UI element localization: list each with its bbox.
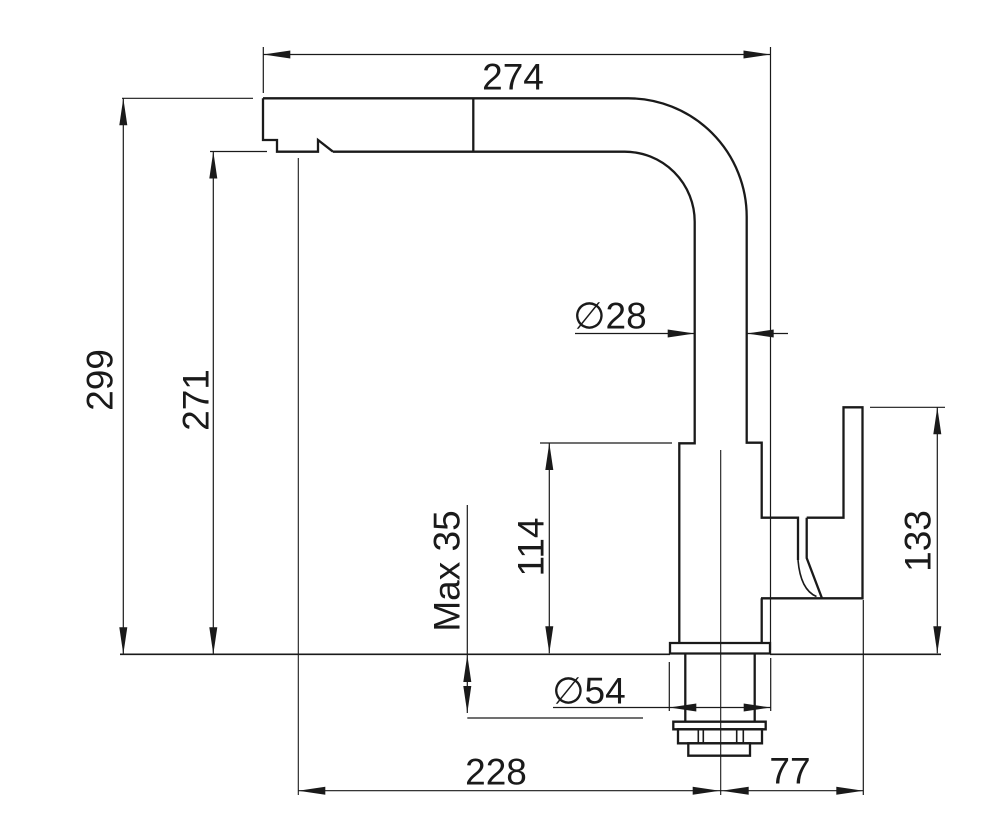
- threaded-shank: [684, 653, 756, 722]
- dim-bottom-offsets: 228 77: [298, 600, 864, 795]
- arrowhead-left: [298, 786, 326, 795]
- dim-handle-height-label: 133: [898, 510, 939, 572]
- dim-spout-reach-label: 274: [482, 57, 544, 98]
- arrowhead-right: [667, 329, 695, 338]
- handle-lever: [760, 406, 864, 643]
- lever-pivot-arc: [797, 559, 817, 598]
- dim-base-diameter: ∅54: [552, 658, 772, 712]
- arrowhead-down: [545, 626, 554, 654]
- arrowhead-up: [119, 98, 128, 126]
- lock-nut: [676, 728, 764, 745]
- base-flange: [668, 641, 772, 655]
- arrowhead-right: [743, 703, 771, 712]
- mounting-washer: [672, 720, 767, 731]
- dim-base-diameter-label: ∅54: [552, 671, 625, 712]
- dim-outlet-height: 271: [176, 150, 267, 655]
- spout-inner-contour: [333, 150, 696, 643]
- arrowhead-right: [836, 786, 864, 795]
- dim-handle-height: 133: [870, 406, 945, 654]
- arrowhead-down: [119, 627, 128, 655]
- hose-collar: [687, 742, 752, 757]
- dim-line: [870, 406, 945, 654]
- centerlines: [297, 158, 722, 795]
- dim-spout-reach: 274: [262, 47, 772, 650]
- lock-nut-facets: [697, 729, 745, 744]
- dim-overall-height-label: 299: [80, 349, 121, 411]
- arrowhead-down: [933, 626, 942, 654]
- arrowhead-left: [669, 703, 697, 712]
- dim-pipe-diameter: ∅28: [573, 296, 788, 338]
- arrowhead-down: [209, 627, 218, 655]
- arrowhead-right-center: [692, 786, 720, 795]
- spout-outer-contour: [263, 97, 800, 560]
- arrowhead-up: [545, 443, 554, 470]
- dim-max-deck-thickness-label: Max 35: [427, 510, 468, 631]
- valve-cartridge: [805, 517, 824, 599]
- dim-line: [262, 47, 772, 650]
- spout-head-and-aerator: [261, 98, 334, 153]
- dim-line: [210, 150, 267, 655]
- arrowhead-down: [463, 686, 472, 713]
- faucet-outline: [261, 97, 864, 757]
- arrowhead-up: [463, 655, 472, 682]
- arrowhead-up: [209, 151, 218, 179]
- dim-overall-height: 299: [80, 97, 253, 655]
- arrowhead-left-center: [721, 786, 749, 795]
- dim-outlet-to-axis-label: 228: [465, 752, 527, 793]
- dim-line: [540, 442, 672, 654]
- dim-axis-to-handle-label: 77: [769, 751, 810, 792]
- arrowhead-up: [933, 407, 942, 435]
- dim-body-height-label: 114: [511, 518, 552, 577]
- dim-max-deck-thickness: Max 35: [427, 505, 643, 719]
- dim-outlet-height-label: 271: [176, 369, 217, 431]
- dim-line: [298, 600, 864, 795]
- arrowhead-right: [743, 50, 771, 59]
- dim-line: [553, 658, 772, 711]
- dim-body-height: 114: [511, 442, 672, 654]
- arrowhead-left: [263, 50, 291, 59]
- dim-line: [122, 97, 253, 655]
- arrowhead-left: [746, 329, 774, 338]
- dim-pipe-diameter-label: ∅28: [573, 296, 646, 337]
- dimension-annotations: 274 299 271 ∅28: [80, 47, 945, 795]
